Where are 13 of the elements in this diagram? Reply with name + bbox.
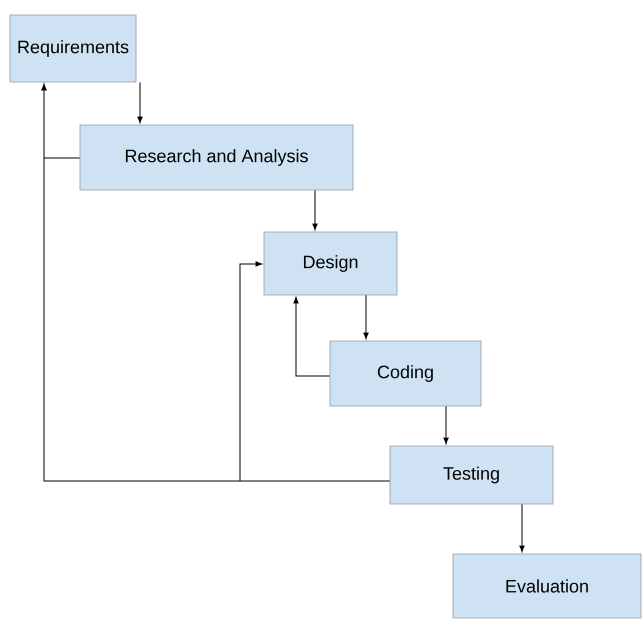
process-box: Requirements [10, 14, 136, 82]
arrow [363, 294, 369, 340]
arrow [312, 190, 318, 230]
process-box: Design [264, 232, 398, 296]
process-box: Coding [330, 340, 482, 406]
arrow [519, 504, 525, 552]
arrow [137, 82, 143, 124]
arrow [293, 296, 330, 376]
process-box: Evaluation [452, 554, 642, 618]
process-box: Research and Analysis [80, 124, 354, 190]
arrow [443, 406, 449, 444]
arrow [240, 261, 390, 482]
process-box: Testing [390, 446, 554, 504]
